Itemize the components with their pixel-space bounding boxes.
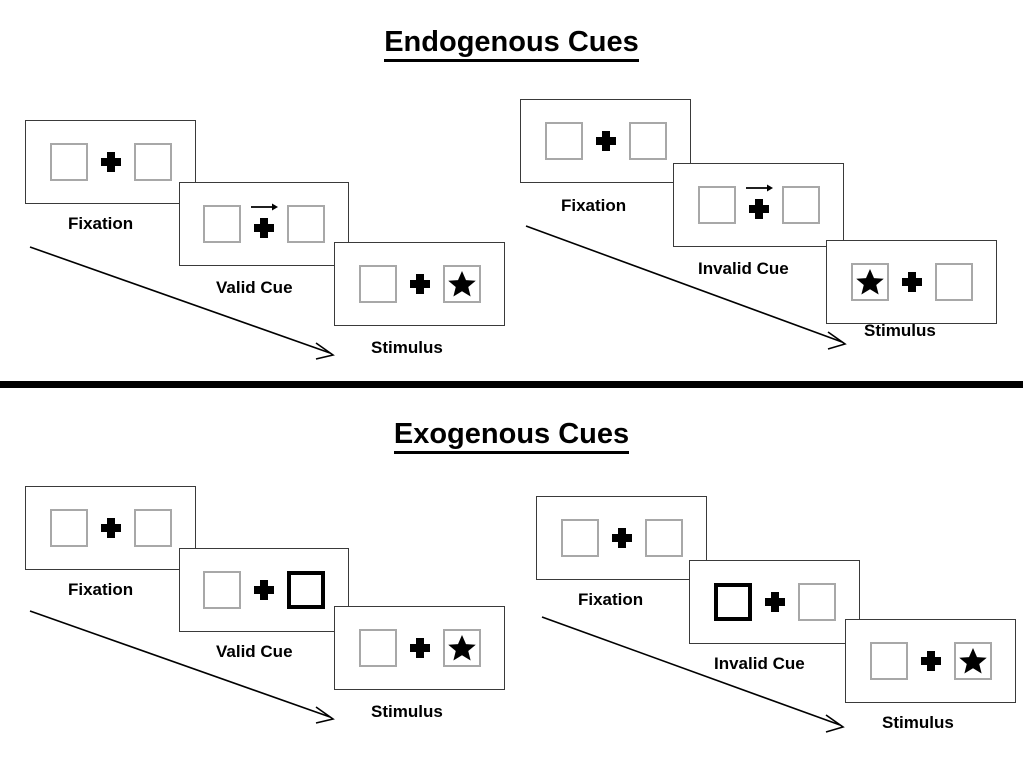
fixation-cross-wrap bbox=[241, 566, 287, 614]
stim-box-left bbox=[358, 629, 397, 667]
stim-box-right bbox=[628, 122, 667, 160]
timeline-arrow-exogenous-valid bbox=[29, 610, 335, 724]
stim-box-left bbox=[869, 642, 908, 680]
fixation-cross-wrap bbox=[88, 504, 134, 552]
caption-endogenous-valid-cue: Valid Cue bbox=[216, 278, 293, 297]
plus-cross-icon bbox=[254, 580, 274, 600]
plus-cross-icon bbox=[764, 592, 785, 612]
caption-exogenous-invalid-fixation: Fixation bbox=[578, 590, 644, 609]
stim-box-right bbox=[442, 265, 481, 303]
panel-exogenous-invalid-fixation bbox=[536, 496, 707, 580]
star-icon bbox=[447, 271, 476, 297]
caption-endogenous-invalid-cue: Invalid Cue bbox=[698, 259, 789, 278]
caption-endogenous-invalid-stimulus: Stimulus bbox=[864, 321, 936, 340]
star-icon bbox=[958, 648, 987, 674]
fixation-cross-wrap bbox=[241, 200, 287, 248]
fixation-cross-wrap bbox=[599, 514, 645, 562]
panel-content bbox=[358, 260, 481, 308]
stim-box-right bbox=[934, 263, 973, 301]
stim-box-left bbox=[560, 519, 599, 557]
stim-box-right bbox=[287, 205, 325, 243]
stim-box-left bbox=[697, 186, 736, 224]
section-title-exogenous-text: Exogenous Cues bbox=[393, 418, 630, 454]
stim-box-right bbox=[442, 629, 481, 667]
timeline-arrow-endogenous-valid bbox=[29, 246, 335, 360]
fixation-cross-wrap bbox=[88, 138, 134, 186]
section-title-exogenous: Exogenous Cues bbox=[0, 418, 1023, 454]
panel-content bbox=[869, 637, 992, 685]
caption-endogenous-invalid-fixation: Fixation bbox=[561, 196, 627, 215]
caption-exogenous-invalid-cue: Invalid Cue bbox=[714, 654, 805, 673]
stim-box-right bbox=[953, 642, 992, 680]
plus-cross-icon bbox=[409, 638, 430, 658]
caption-exogenous-valid-fixation: Fixation bbox=[68, 580, 134, 599]
plus-cross-icon bbox=[920, 651, 941, 671]
panel-content bbox=[49, 504, 172, 552]
plus-cross-icon bbox=[748, 199, 769, 219]
fixation-cross-wrap bbox=[397, 624, 443, 672]
stim-box-right-cued bbox=[287, 571, 325, 609]
panel-endogenous-valid-fixation bbox=[25, 120, 196, 204]
fixation-cross-wrap bbox=[736, 181, 782, 229]
timeline-arrow-exogenous-invalid bbox=[541, 616, 845, 733]
stim-box-right bbox=[133, 509, 172, 547]
stim-box-right bbox=[133, 143, 172, 181]
section-divider bbox=[0, 381, 1023, 388]
panel-content bbox=[713, 578, 836, 626]
plus-cross-icon bbox=[100, 152, 121, 172]
stim-box-left bbox=[544, 122, 583, 160]
stim-box-left bbox=[49, 143, 88, 181]
fixation-cross-wrap bbox=[752, 578, 798, 626]
stim-box-left-cued bbox=[713, 583, 752, 621]
stim-box-left bbox=[203, 571, 241, 609]
panel-content bbox=[560, 514, 683, 562]
fixation-cross-wrap bbox=[397, 260, 443, 308]
plus-cross-icon bbox=[611, 528, 632, 548]
panel-content bbox=[850, 258, 973, 306]
panel-content bbox=[49, 138, 172, 186]
arrow-right-icon bbox=[745, 184, 773, 192]
star-icon bbox=[447, 635, 476, 661]
panel-content bbox=[203, 566, 325, 614]
caption-exogenous-valid-stimulus: Stimulus bbox=[371, 702, 443, 721]
plus-cross-icon bbox=[409, 274, 430, 294]
stim-box-right bbox=[797, 583, 836, 621]
caption-endogenous-valid-fixation: Fixation bbox=[68, 214, 134, 233]
plus-cross-icon bbox=[254, 218, 274, 238]
stim-box-left bbox=[49, 509, 88, 547]
fixation-cross-wrap bbox=[908, 637, 954, 685]
stim-box-left bbox=[850, 263, 889, 301]
panel-content bbox=[358, 624, 481, 672]
stim-box-right bbox=[781, 186, 820, 224]
panel-endogenous-invalid-stimulus bbox=[826, 240, 997, 324]
panel-content bbox=[697, 181, 820, 229]
plus-cross-icon bbox=[901, 272, 922, 292]
fixation-cross-wrap bbox=[889, 258, 935, 306]
caption-exogenous-invalid-stimulus: Stimulus bbox=[882, 713, 954, 732]
stim-box-right bbox=[644, 519, 683, 557]
fixation-cross-wrap bbox=[583, 117, 629, 165]
panel-exogenous-valid-fixation bbox=[25, 486, 196, 570]
section-title-endogenous-text: Endogenous Cues bbox=[384, 26, 639, 62]
stim-box-left bbox=[358, 265, 397, 303]
panel-endogenous-invalid-cue bbox=[673, 163, 844, 247]
plus-cross-icon bbox=[595, 131, 616, 151]
panel-endogenous-valid-cue bbox=[179, 182, 349, 266]
caption-endogenous-valid-stimulus: Stimulus bbox=[371, 338, 443, 357]
panel-content bbox=[544, 117, 667, 165]
section-title-endogenous: Endogenous Cues bbox=[0, 26, 1023, 62]
arrow-right-icon bbox=[251, 203, 278, 211]
timeline-arrow-endogenous-invalid bbox=[525, 225, 847, 350]
panel-exogenous-invalid-cue bbox=[689, 560, 860, 644]
stim-box-left bbox=[203, 205, 241, 243]
plus-cross-icon bbox=[100, 518, 121, 538]
panel-endogenous-invalid-fixation bbox=[520, 99, 691, 183]
panel-content bbox=[203, 200, 325, 248]
panel-endogenous-valid-stimulus bbox=[334, 242, 505, 326]
star-icon bbox=[855, 269, 884, 295]
panel-exogenous-invalid-stimulus bbox=[845, 619, 1016, 703]
panel-exogenous-valid-cue bbox=[179, 548, 349, 632]
panel-exogenous-valid-stimulus bbox=[334, 606, 505, 690]
caption-exogenous-valid-cue: Valid Cue bbox=[216, 642, 293, 661]
